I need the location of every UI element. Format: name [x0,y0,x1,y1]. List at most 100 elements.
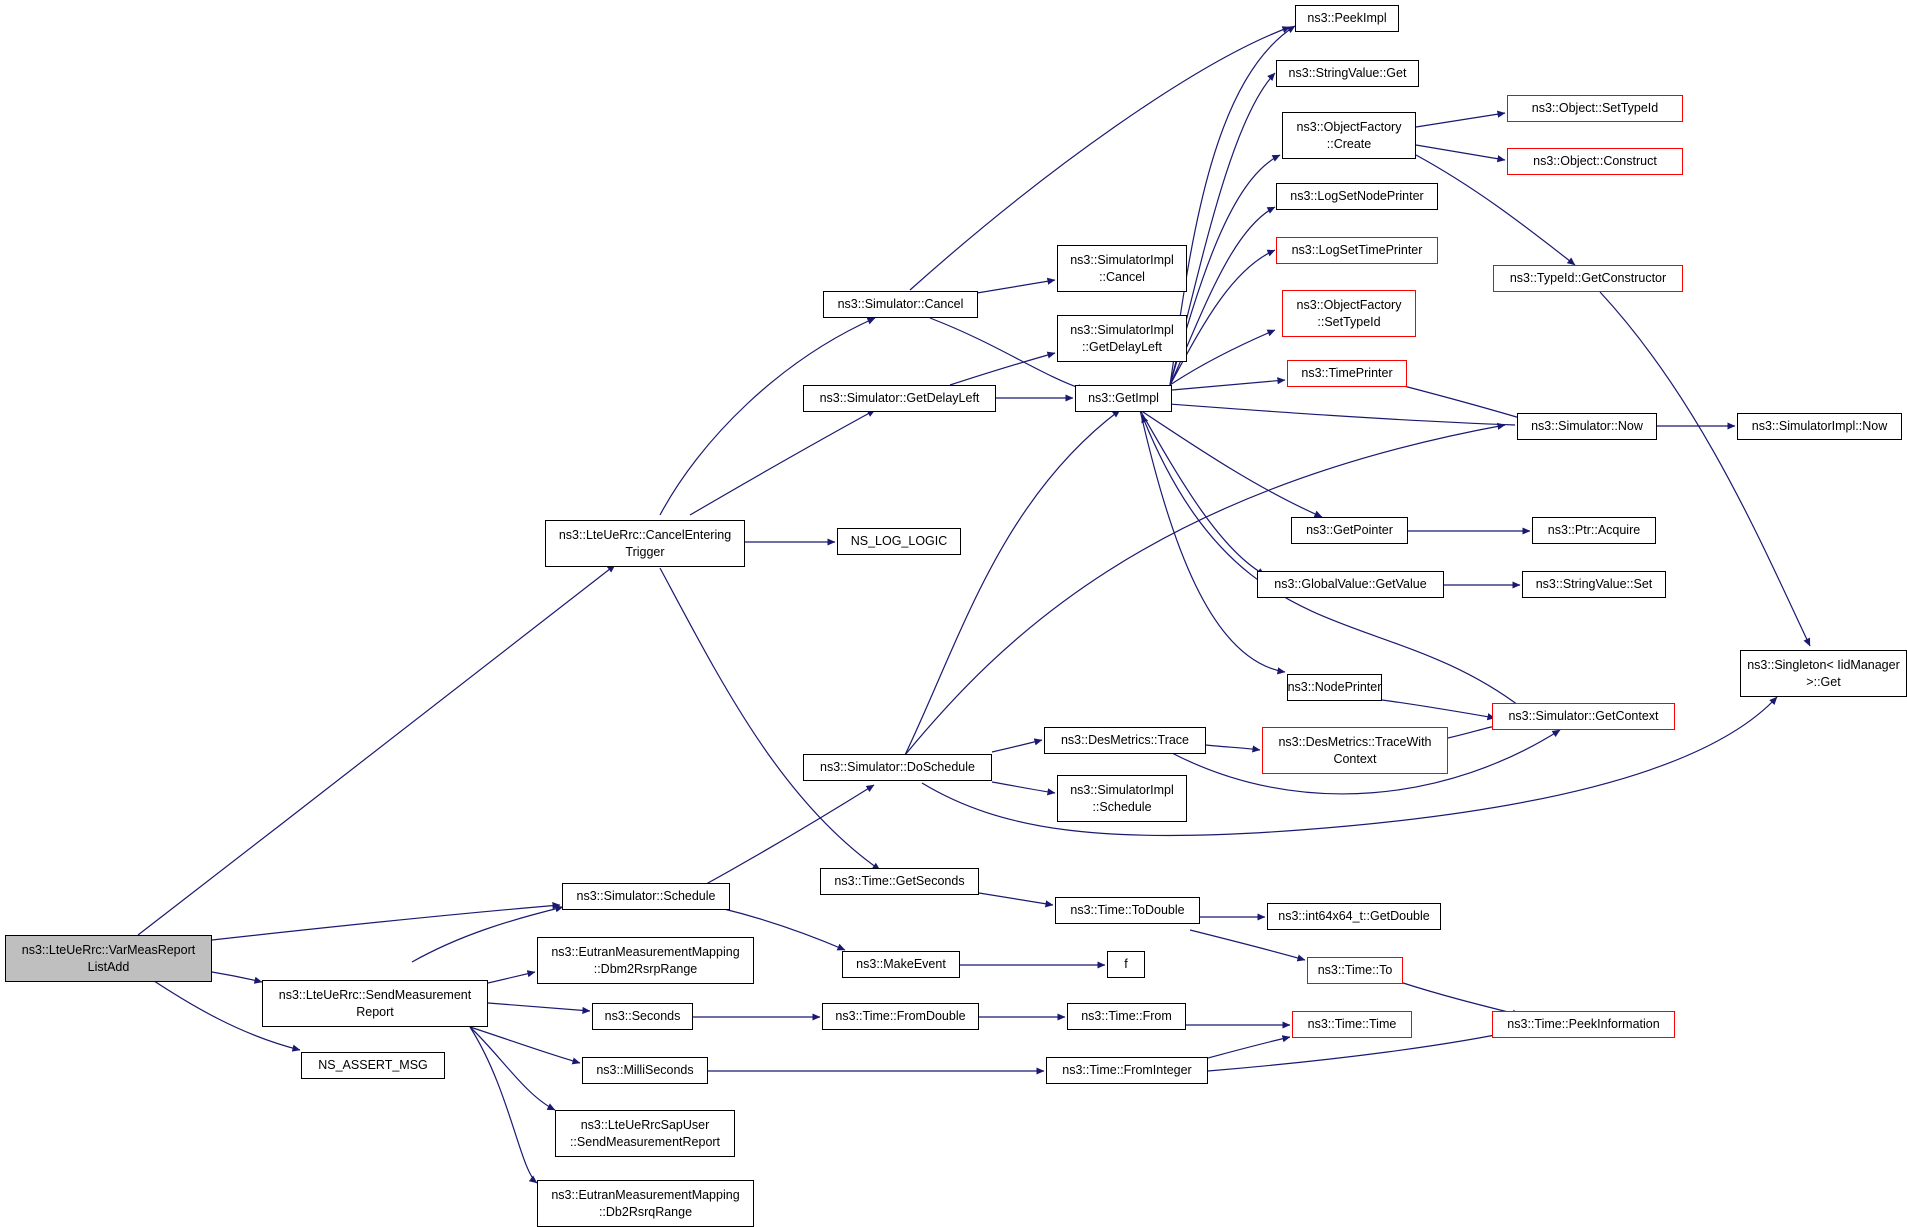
node-peekinfo[interactable]: ns3::Time::PeekInformation [1492,1011,1675,1038]
node-schedule[interactable]: ns3::Simulator::Schedule [562,883,730,910]
node-label-line: ns3::SimulatorImpl [1070,782,1174,797]
node-frominteger[interactable]: ns3::Time::FromInteger [1046,1057,1208,1084]
edge-sendmeas-dbm2rsrp [487,970,536,984]
node-nodeprinter[interactable]: ns3::NodePrinter [1287,674,1382,701]
node-label-line: ns3::Simulator::DoSchedule [820,760,975,774]
edge-destrace-tracewith [1205,744,1261,753]
node-lognode[interactable]: ns3::LogSetNodePrinter [1276,183,1438,210]
node-label-line: ns3::StringValue::Set [1535,577,1653,591]
edge-root-nsassert [144,974,301,1052]
node-label-line: ns3::Singleton< IidManager [1747,657,1900,672]
node-label-line: ::Cancel [1099,269,1145,284]
edge-canceltrig-simcancel [659,317,876,516]
node-label-line: ns3::Object::Construct [1533,154,1657,168]
edge-simcancel-implcancel [976,277,1056,294]
node-implgetdelay[interactable]: ns3::SimulatorImpl::GetDelayLeft [1057,315,1187,362]
node-label-line: ns3::Time::GetSeconds [834,874,965,888]
node-gvgetvalue[interactable]: ns3::GlobalValue::GetValue [1257,571,1444,598]
node-ofsettype[interactable]: ns3::ObjectFactory::SetTypeId [1282,290,1416,337]
node-db2rsrq[interactable]: ns3::EutranMeasurementMapping::Db2RsrqRa… [537,1180,754,1227]
node-label-line: ns3::Time::PeekInformation [1507,1017,1660,1031]
node-getcontext[interactable]: ns3::Simulator::GetContext [1492,703,1675,730]
edge-getcontext-getimpl [1141,414,1523,709]
node-timeprinter[interactable]: ns3::TimePrinter [1287,360,1407,387]
node-destrace[interactable]: ns3::DesMetrics::Trace [1044,727,1206,754]
node-ptracquire[interactable]: ns3::Ptr::Acquire [1532,517,1656,544]
edge-destrace-getcontext [1169,729,1561,795]
node-objconstruct[interactable]: ns3::Object::Construct [1507,148,1683,175]
node-millisec[interactable]: ns3::MilliSeconds [582,1057,708,1084]
node-ofcreate[interactable]: ns3::ObjectFactory::Create [1282,112,1416,159]
edge-root-schedule [211,902,561,941]
node-doschedule[interactable]: ns3::Simulator::DoSchedule [803,754,992,781]
node-nsloglogic[interactable]: NS_LOG_LOGIC [837,528,961,555]
node-label-line: >::Get [1806,674,1841,689]
edge-simcancel-peekimpl [909,26,1291,291]
node-label-line: NS_LOG_LOGIC [850,534,948,548]
node-strset[interactable]: ns3::StringValue::Set [1522,571,1666,598]
node-implcancel[interactable]: ns3::SimulatorImpl::Cancel [1057,245,1187,292]
node-label-line: NS_ASSERT_MSG [318,1058,428,1072]
node-label-line: f [1124,957,1128,971]
node-implnow[interactable]: ns3::SimulatorImpl::Now [1737,413,1902,440]
node-label-line: Context [1333,751,1377,766]
node-label-line: ns3::LteUeRrc::CancelEntering [558,527,732,542]
node-label-line: ns3::Time::Time [1307,1017,1397,1031]
node-nsassert[interactable]: NS_ASSERT_MSG [301,1052,445,1079]
node-sapuser[interactable]: ns3::LteUeRrcSapUser::SendMeasurementRep… [555,1110,735,1157]
node-label-line: ns3::EutranMeasurementMapping [551,944,740,959]
edge-getimpl-nodeprinter [1139,409,1286,675]
node-label-line: ns3::Time::FromInteger [1062,1063,1192,1077]
node-getimpl[interactable]: ns3::GetImpl [1075,385,1172,412]
node-typegetctor[interactable]: ns3::TypeId::GetConstructor [1493,265,1683,292]
node-dbm2rsrp[interactable]: ns3::EutranMeasurementMapping::Dbm2RsrpR… [537,937,754,984]
node-label-line: ListAdd [87,959,130,974]
node-label-line: ns3::Simulator::Cancel [837,297,964,311]
node-label-line: ns3::Time::From [1081,1009,1172,1023]
node-label-line: ns3::GetImpl [1088,391,1159,405]
node-strget[interactable]: ns3::StringValue::Get [1276,60,1419,87]
node-implschedule[interactable]: ns3::SimulatorImpl::Schedule [1057,775,1187,822]
node-seconds[interactable]: ns3::Seconds [592,1003,693,1030]
node-fromdouble[interactable]: ns3::Time::FromDouble [822,1003,979,1030]
node-timegetsec[interactable]: ns3::Time::GetSeconds [820,868,979,895]
node-simnow[interactable]: ns3::Simulator::Now [1517,413,1657,440]
edge-ofcreate-typegetctor [1415,154,1576,266]
node-label-line: ns3::Seconds [604,1009,681,1023]
node-timeto[interactable]: ns3::Time::To [1307,957,1403,984]
node-peekimpl[interactable]: ns3::PeekImpl [1295,5,1399,32]
node-label-line: ns3::int64x64_t::GetDouble [1278,909,1430,923]
edge-getimpl-timeprinter [1171,377,1286,391]
node-makeevent[interactable]: ns3::MakeEvent [842,951,960,978]
node-simgetdelay[interactable]: ns3::Simulator::GetDelayLeft [803,385,996,412]
node-getpointer[interactable]: ns3::GetPointer [1291,517,1408,544]
node-label-line: ns3::Simulator::Now [1531,419,1643,433]
edge-doschedule-implschedule [991,781,1056,796]
node-label-line: ns3::LteUeRrc::SendMeasurement [278,987,472,1002]
edge-sendmeas-seconds [487,1002,591,1014]
node-logtime[interactable]: ns3::LogSetTimePrinter [1276,237,1438,264]
node-label-line: ns3::SimulatorImpl [1070,252,1174,267]
edge-root-canceltrig [137,564,616,936]
node-objsettype[interactable]: ns3::Object::SetTypeId [1507,95,1683,122]
node-f[interactable]: f [1107,951,1145,978]
node-int64[interactable]: ns3::int64x64_t::GetDouble [1267,903,1441,930]
edge-ofcreate-objsettype [1415,110,1506,128]
node-label-line: ns3::Time::FromDouble [835,1009,966,1023]
node-timefrom[interactable]: ns3::Time::From [1067,1003,1186,1030]
node-label-line: ::Schedule [1092,799,1152,814]
node-timetime[interactable]: ns3::Time::Time [1292,1011,1412,1038]
edge-canceltrig-timegetsec [659,567,881,871]
edge-sendmeas-millisec [469,1026,581,1065]
node-label-line: ns3::NodePrinter [1287,680,1382,694]
edge-canceltrig-simgetdelay [689,409,876,516]
node-simcancel[interactable]: ns3::Simulator::Cancel [823,291,978,318]
node-todouble[interactable]: ns3::Time::ToDouble [1055,897,1200,924]
node-label-line: ::SetTypeId [1317,314,1381,329]
node-singleton[interactable]: ns3::Singleton< IidManager>::Get [1740,650,1907,697]
